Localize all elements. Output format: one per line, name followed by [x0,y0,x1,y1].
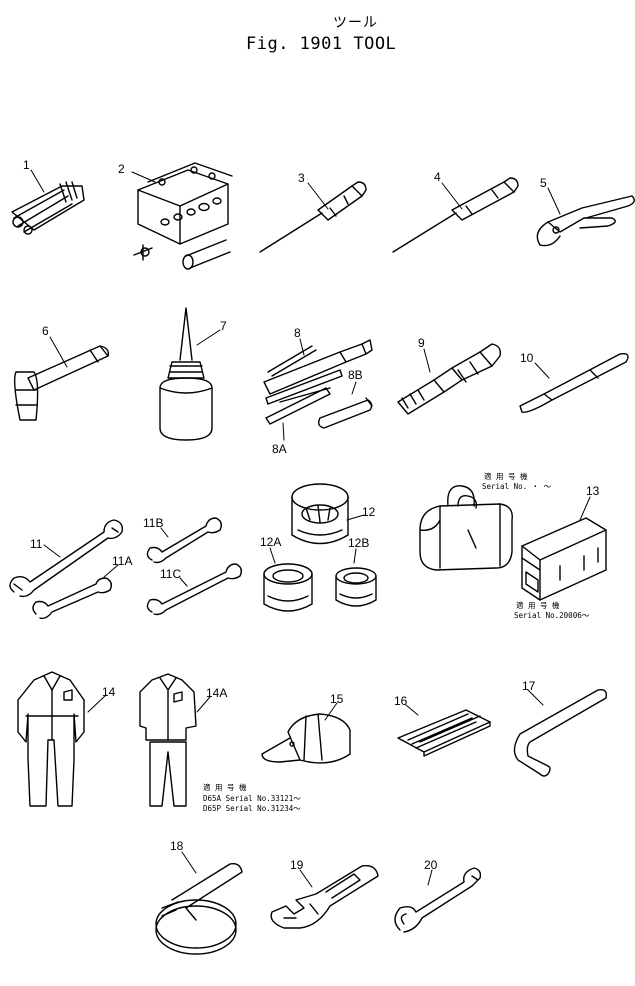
box-applicability-note: 適 用 号 機 [516,601,560,610]
socket-box-drawing [134,163,232,269]
tool-bag-drawing [420,486,512,570]
callout-7: 7 [220,319,227,333]
socket-drawing [336,568,376,606]
callout-15: 15 [330,692,344,706]
callout-13: 13 [586,484,600,498]
callout-8: 8 [294,326,301,340]
callout-14a: 14A [206,686,228,700]
callout-12: 12 [362,505,376,519]
scraper-drawing [520,354,628,413]
callout-4: 4 [434,170,441,184]
callout-6: 6 [42,324,49,338]
callout-11: 11 [30,537,43,551]
callout-20: 20 [424,858,438,872]
grease-bottle-drawing [160,308,212,440]
callout-2: 2 [118,162,125,176]
grease-gun-drawing [264,340,372,428]
callout-1: 1 [23,158,30,172]
callout-9: 9 [418,336,425,350]
bag-applicability-note: 適 用 号 機 [484,472,528,481]
pliers-drawing [537,196,634,246]
title-japanese: ツール [333,15,378,31]
adapter-drawing [398,344,500,414]
wrench-set-drawing [12,182,84,234]
socket-drawing [264,564,312,611]
callout-18: 18 [170,839,184,853]
callout-10: 10 [520,351,534,365]
wrench-drawing [33,578,111,618]
screwdriver-drawing [393,178,518,252]
callout-16: 16 [394,694,408,708]
wrench-drawing [147,564,241,615]
leader-lines [31,170,590,887]
toolbox-drawing [522,518,606,600]
suit-serial-note-d65p: D65P Serial No.31234～ [203,804,301,813]
callout-5: 5 [540,176,547,190]
box-serial-note: Serial No.20006～ [514,611,590,620]
callout-19: 19 [290,858,304,872]
callout-11a: 11A [112,554,133,568]
bag-serial-note: Serial No. ・ ～ [482,482,552,491]
screwdriver-drawing [260,182,366,252]
callout-8a: 8A [272,442,287,456]
callout-8b: 8B [348,368,363,382]
coverall-drawing [18,672,84,806]
suit-applicability-note: 適 用 号 機 [203,783,247,792]
wrench-drawing [147,518,221,563]
callout-3: 3 [298,171,305,185]
adjustable-wrench-drawing [271,866,378,928]
wrench-drawing [10,520,122,596]
hammer-drawing [15,346,109,420]
callout-17: 17 [522,679,536,693]
filter-wrench-drawing [156,864,242,954]
cap-drawing [262,714,350,763]
callout-12b: 12B [348,536,370,550]
callout-12a: 12A [260,535,282,549]
manual-book-drawing [398,710,490,756]
hex-key-drawing [514,690,606,776]
callout-11c: 11C [160,567,182,581]
suit-serial-note-d65a: D65A Serial No.33121～ [203,794,301,803]
hook-spanner-drawing [395,868,480,932]
callout-11b: 11B [143,516,164,530]
figure-title: Fig. 1901 TOOL [246,34,397,54]
socket-drawing [292,484,348,544]
work-suit-drawing [140,674,196,806]
callout-14: 14 [102,685,116,699]
